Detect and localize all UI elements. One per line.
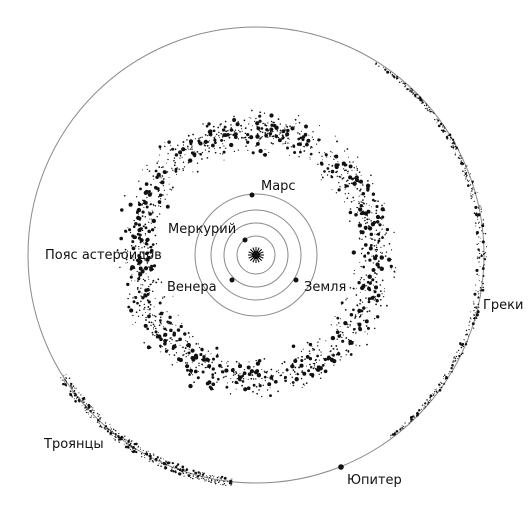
sun-icon (248, 247, 264, 263)
mercury-planet (242, 237, 248, 243)
jupiter-orbit (27, 26, 485, 484)
label-earth: Земля (304, 280, 347, 295)
jupiter-planet (338, 464, 344, 470)
mercury-orbit (236, 235, 276, 275)
label-venus: Венера (167, 280, 217, 295)
label-trojans: Троянцы (44, 437, 104, 452)
asteroid-belt-dots (116, 109, 397, 398)
venus-orbit (223, 222, 289, 288)
venus-planet (229, 277, 235, 283)
orbits (27, 26, 485, 484)
label-asteroid-belt: Пояс астероидов (45, 248, 162, 263)
earth-orbit (210, 209, 302, 301)
mars-orbit (194, 193, 318, 317)
trojans-dots (60, 374, 233, 486)
label-greeks: Греки (483, 298, 524, 313)
label-mars: Марс (261, 179, 296, 194)
label-mercury: Меркурий (168, 222, 237, 237)
mars-planet (249, 192, 255, 198)
greeks-dots (375, 62, 488, 438)
earth-planet (293, 277, 299, 283)
label-jupiter: Юпитер (347, 473, 402, 488)
